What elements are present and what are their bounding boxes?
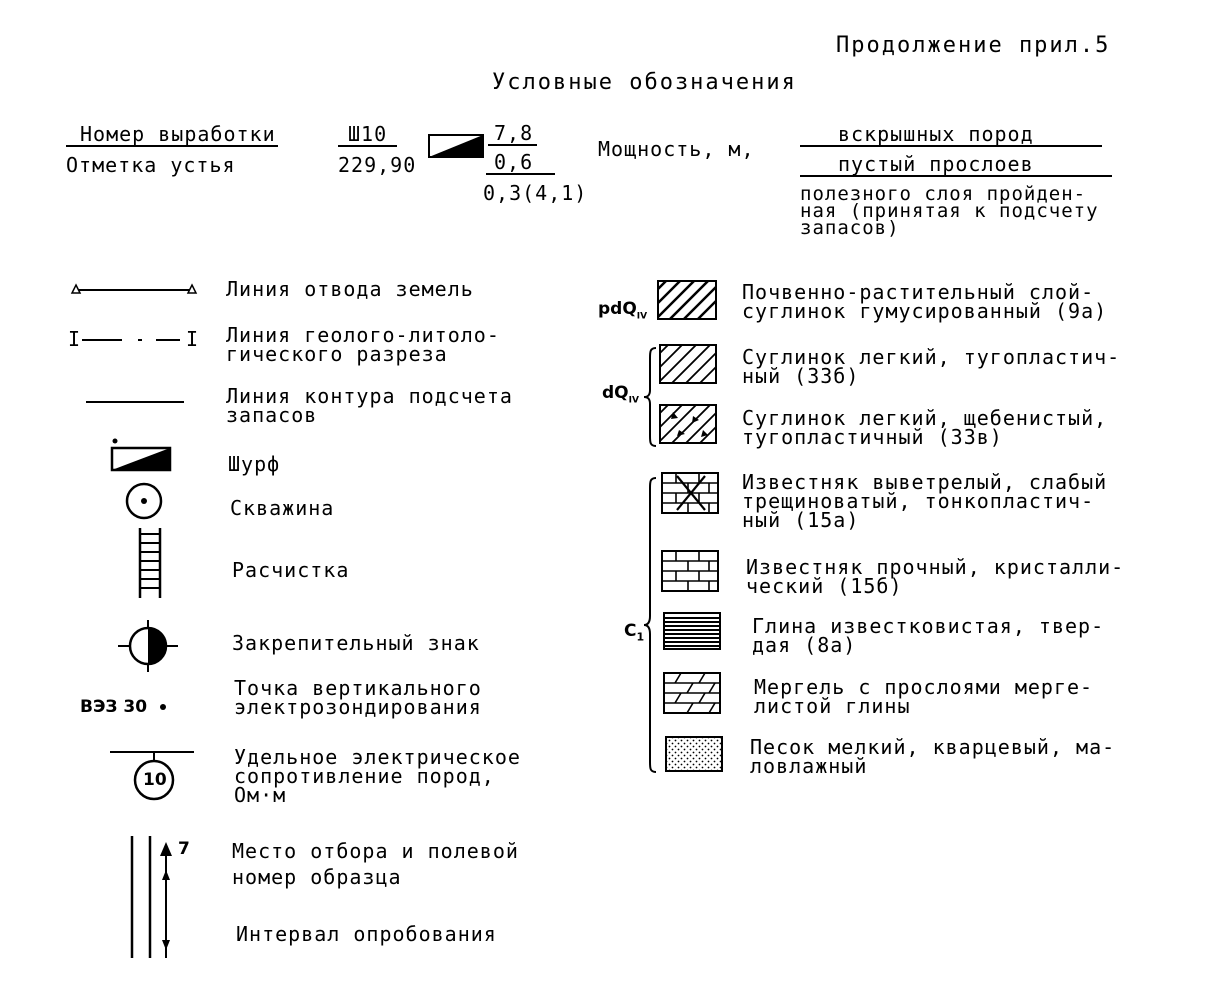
fine-sand-label: Песок мелкий, кварцевый, ма- ловлажный <box>750 735 1116 778</box>
strong-limestone-label: Известняк прочный, кристалли- ческий (15… <box>746 555 1125 598</box>
overburden-label: вскрышных пород <box>800 124 1102 147</box>
dq-brace-icon <box>643 347 657 447</box>
pit-label: Шурф <box>228 452 281 476</box>
strong-limestone-hatch-icon <box>661 550 719 592</box>
formula-name-label: Номер выработки <box>66 124 278 147</box>
survey-marker-icon <box>118 620 178 672</box>
resistivity-value: 10 <box>143 770 167 790</box>
trench-icon <box>138 528 162 598</box>
trench-label: Расчистка <box>232 558 350 582</box>
weathered-limestone-hatch-icon <box>661 472 719 514</box>
soil-layer-label: Почвенно-растительный слой- суглинок гум… <box>742 280 1108 323</box>
geological-section-label: Линия геолого-литоло- гического разреза <box>226 323 500 366</box>
thickness-label: Мощность, м, <box>598 137 755 161</box>
sampling-interval-label: Интервал опробования <box>236 922 497 946</box>
borehole-label: Скважина <box>230 496 335 520</box>
formula-pit-icon <box>428 134 484 158</box>
marl-hatch-icon <box>663 672 721 714</box>
reserve-contour-label: Линия контура подсчета запасов <box>226 384 513 427</box>
borehole-icon <box>125 482 163 520</box>
formula-mark-label: Отметка устья <box>66 153 236 177</box>
c1-brace-icon <box>643 477 657 773</box>
resistivity-icon <box>110 751 194 801</box>
sample-place-icon <box>130 836 172 958</box>
group-index-dq: dQIV <box>602 383 639 406</box>
formula-overburden-value: 7,8 <box>488 123 538 146</box>
formula-seam-value: 0,3(4,1) <box>483 181 588 205</box>
ves-point-label: Точка вертикального электрозондирования <box>234 676 482 719</box>
page-title: Условные обозначения <box>492 70 797 95</box>
limy-clay-label: Глина известковистая, твер- дая (8а) <box>752 614 1105 657</box>
gravelly-loam-hatch-icon <box>659 404 717 444</box>
seam-label: полезного слоя пройден- ная (принятая к … <box>800 183 1099 239</box>
sample-place-label: Место отбора и полевой номер образца <box>232 839 519 889</box>
fine-sand-hatch-icon <box>665 736 723 772</box>
light-loam-label: Суглинок легкий, тугопластич- ный (33б) <box>742 345 1121 388</box>
marl-label: Мергель с прослоями мерге- листой глины <box>754 675 1094 718</box>
barren-label: пустый прослоев <box>800 154 1112 177</box>
group-index-c1: C1 <box>624 621 645 644</box>
reserve-contour-line-icon <box>86 401 184 403</box>
land-allotment-label: Линия отвода земель <box>226 277 474 301</box>
continuation-note: Продолжение прил.5 <box>836 33 1111 58</box>
survey-marker-label: Закрепительный знак <box>232 631 480 655</box>
geological-section-line-icon <box>82 339 180 341</box>
gravelly-loam-label: Суглинок легкий, щебенистый, тугопластич… <box>742 406 1108 449</box>
ves-point-code: ВЭЗ 30 <box>80 697 148 717</box>
pit-icon <box>110 438 172 472</box>
limy-clay-hatch-icon <box>663 612 721 650</box>
formula-sample-elevation: 229,90 <box>338 153 417 177</box>
sample-number: 7 <box>178 839 190 859</box>
section-mark-right: I <box>186 327 200 351</box>
formula-sample-number: Ш10 <box>338 124 398 147</box>
formula-barren-value: 0,6 <box>486 152 556 175</box>
resistivity-label: Удельное электрическое сопротивление пор… <box>234 745 521 807</box>
group-index-pdq: pdQIV <box>598 299 648 322</box>
weathered-limestone-label: Известняк выветрелый, слабый трещиноваты… <box>742 470 1108 532</box>
light-loam-hatch-icon <box>659 344 717 384</box>
soil-layer-hatch-icon <box>657 280 717 320</box>
land-allotment-line-icon <box>70 283 198 294</box>
ves-point-icon <box>160 704 166 710</box>
section-mark-left: I <box>68 327 82 351</box>
